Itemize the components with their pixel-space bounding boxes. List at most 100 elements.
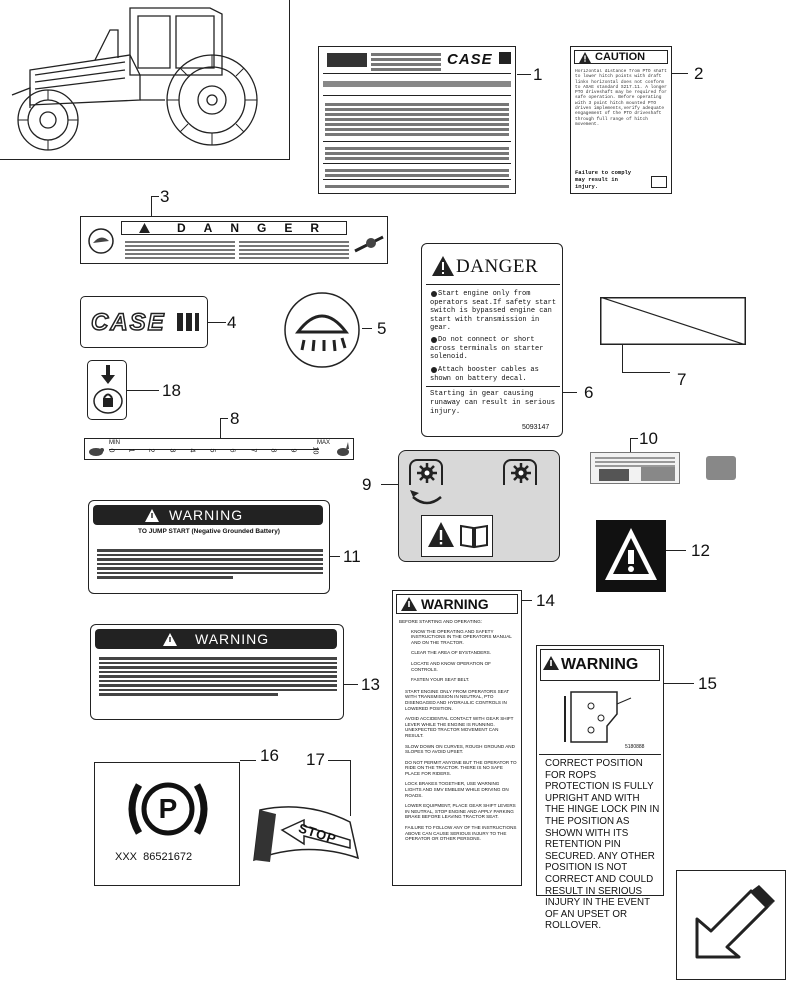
scale-tick: 4 bbox=[188, 448, 196, 453]
next-page-arrow-button[interactable] bbox=[676, 870, 786, 980]
scale-tick: 10 bbox=[311, 446, 319, 455]
decal-pto-strip bbox=[590, 452, 680, 484]
rops-body: CORRECT POSITION FOR ROPS PROTECTION IS … bbox=[545, 758, 660, 932]
decal-warning-rops: WARNING 5180888 CORRECT POSITION FOR ROP… bbox=[536, 645, 664, 931]
callout-18: 18 bbox=[162, 381, 181, 400]
danger-item-3: Attach booster cables as shown on batter… bbox=[430, 366, 539, 383]
instruction-item: AVOID ACCIDENTAL CONTACT WITH GEAR SHIFT… bbox=[405, 716, 514, 738]
warning-alert-icon bbox=[543, 656, 559, 670]
danger-triangle-icon bbox=[139, 223, 150, 233]
instruction-item: KNOW THE OPERATING AND SAFETY INSTRUCTIO… bbox=[411, 628, 512, 645]
scale-tick: 0 bbox=[107, 448, 115, 453]
warning-pto-header: WARNING bbox=[195, 631, 270, 647]
instruction-item: LOCATE AND KNOW OPERATION OF CONTROLS. bbox=[411, 660, 491, 672]
warning-alert-icon bbox=[145, 509, 159, 522]
danger-strip-header: DANGER bbox=[177, 221, 338, 235]
decal-warning-pto: WARNING bbox=[90, 624, 344, 720]
danger-item-2: Do not connect or short across terminals… bbox=[430, 336, 544, 362]
scale-tick: 5 bbox=[208, 448, 216, 453]
scale-ticks: 0 1 2 3 4 5 6 7 8 9 10 bbox=[107, 446, 319, 455]
callout-7: 7 bbox=[677, 370, 687, 389]
decal-case-logo: CASE bbox=[80, 296, 208, 348]
instruction-item: BEFORE STARTING AND OPERATING: bbox=[399, 619, 482, 624]
safety-alert-triangle-icon bbox=[605, 528, 657, 580]
scale-tick: 9 bbox=[289, 448, 297, 453]
danger-part-code: 5093147 bbox=[522, 424, 550, 431]
callout-15: 15 bbox=[698, 674, 717, 693]
decal-work-light-symbol bbox=[284, 292, 360, 368]
scale-tick: 1 bbox=[127, 448, 135, 453]
pto-disengaged-icon bbox=[511, 463, 531, 483]
scale-tick: 7 bbox=[248, 448, 256, 453]
decal-blank-diagonal bbox=[600, 297, 746, 345]
caution-triangle-icon bbox=[579, 52, 591, 63]
decal-warning-jump-start: WARNING TO JUMP START (Negative Grounded… bbox=[88, 500, 330, 594]
rops-hinge-pin-illustration bbox=[564, 691, 632, 743]
decal-pto-control-panel bbox=[398, 450, 560, 562]
decal-pto-strip-part bbox=[706, 456, 736, 480]
scale-tick: 2 bbox=[147, 448, 155, 453]
pto-shaft-icon bbox=[354, 235, 384, 253]
jump-start-header: WARNING bbox=[169, 507, 244, 523]
tortoise-icon bbox=[89, 448, 104, 456]
callout-12: 12 bbox=[691, 541, 710, 560]
decal-safety-alert-symbol bbox=[596, 520, 666, 592]
warning-alert-icon bbox=[163, 633, 177, 646]
instruction-item: LOCK BRAKES TOGETHER, USE WARNING LIGHTS… bbox=[405, 781, 509, 798]
arrow-down-icon bbox=[101, 365, 115, 384]
scale-max-label: MAX bbox=[317, 440, 331, 446]
instruction-item: FAILURE TO FOLLOW ANY OF THE INSTRUCTION… bbox=[405, 825, 517, 842]
arrow-down-left-icon bbox=[695, 885, 775, 959]
parking-brake-icon bbox=[128, 782, 208, 836]
parking-part-code: XXX 86521672 bbox=[115, 851, 193, 863]
pto-engaged-icon bbox=[417, 463, 437, 483]
decal-danger-strip: DANGER bbox=[80, 216, 388, 264]
caution-header: CAUTION bbox=[595, 51, 646, 63]
scale-min-label: MIN bbox=[109, 440, 120, 446]
tractor-illustration bbox=[11, 7, 258, 151]
decal-seat-lock-symbol bbox=[87, 360, 127, 420]
manual-book-icon bbox=[651, 176, 667, 188]
operator-manual-icon bbox=[460, 524, 488, 549]
scale-tick: 3 bbox=[168, 448, 176, 453]
jump-start-subtitle: TO JUMP START (Negative Grounded Battery… bbox=[138, 528, 280, 535]
instruction-item: LOWER EQUIPMENT, PLACE GEAR SHIFT LEVERS… bbox=[405, 803, 516, 820]
case-logo-text: CASE bbox=[90, 308, 166, 337]
decal-min-max-scale: MIN 0 1 2 3 4 5 6 7 8 9 10 MAX bbox=[84, 438, 354, 460]
instruction-item: CLEAR THE AREA OF BYSTANDERS. bbox=[411, 650, 491, 656]
hare-icon bbox=[337, 442, 349, 456]
case-ih-emblem-icon bbox=[177, 313, 199, 331]
warning-tall-header: WARNING bbox=[421, 596, 489, 612]
callout-9: 9 bbox=[362, 475, 372, 494]
decal-warning-operating-instructions: WARNING BEFORE STARTING AND OPERATING: K… bbox=[392, 590, 522, 886]
callout-13: 13 bbox=[361, 675, 380, 694]
danger-header: DANGER bbox=[456, 256, 539, 277]
parking-p-letter: P bbox=[158, 793, 178, 824]
decal-stop-pedal bbox=[253, 806, 360, 862]
tractor-overview-panel bbox=[0, 0, 290, 160]
lock-icon bbox=[93, 388, 123, 414]
decal-case-specification-chart: CASE bbox=[318, 46, 516, 194]
scale-tick: 8 bbox=[269, 448, 277, 453]
callout-17: 17 bbox=[306, 750, 325, 769]
rotation-arrow-icon bbox=[410, 490, 442, 505]
decal-danger-start-engine: DANGER Start engine only from operators … bbox=[421, 243, 563, 437]
rops-header: WARNING bbox=[561, 656, 639, 673]
callout-10: 10 bbox=[639, 429, 658, 448]
rops-part-code: 5180888 bbox=[625, 744, 645, 750]
callout-3: 3 bbox=[160, 187, 170, 206]
hand-entanglement-icon bbox=[88, 228, 114, 254]
case-logo: CASE bbox=[447, 51, 493, 68]
danger-footer: Starting in gear causing runaway can res… bbox=[430, 390, 556, 416]
instruction-item: START ENGINE ONLY FROM OPERATORS SEAT WI… bbox=[405, 688, 510, 711]
decal-parking-brake: P XXX 86521672 bbox=[94, 762, 240, 886]
caution-footer: Failure to comply may result in injury. bbox=[575, 169, 632, 190]
instruction-item: FASTEN YOUR SEAT BELT. bbox=[411, 677, 470, 683]
callout-1: 1 bbox=[533, 65, 543, 84]
callout-8: 8 bbox=[230, 409, 240, 428]
callout-11: 11 bbox=[343, 547, 361, 566]
scale-tick: 6 bbox=[228, 448, 236, 453]
callout-5: 5 bbox=[377, 319, 387, 338]
callout-14: 14 bbox=[536, 591, 555, 610]
instruction-item: DO NOT PERMIT ANYONE BUT THE OPERATOR TO… bbox=[405, 759, 517, 776]
